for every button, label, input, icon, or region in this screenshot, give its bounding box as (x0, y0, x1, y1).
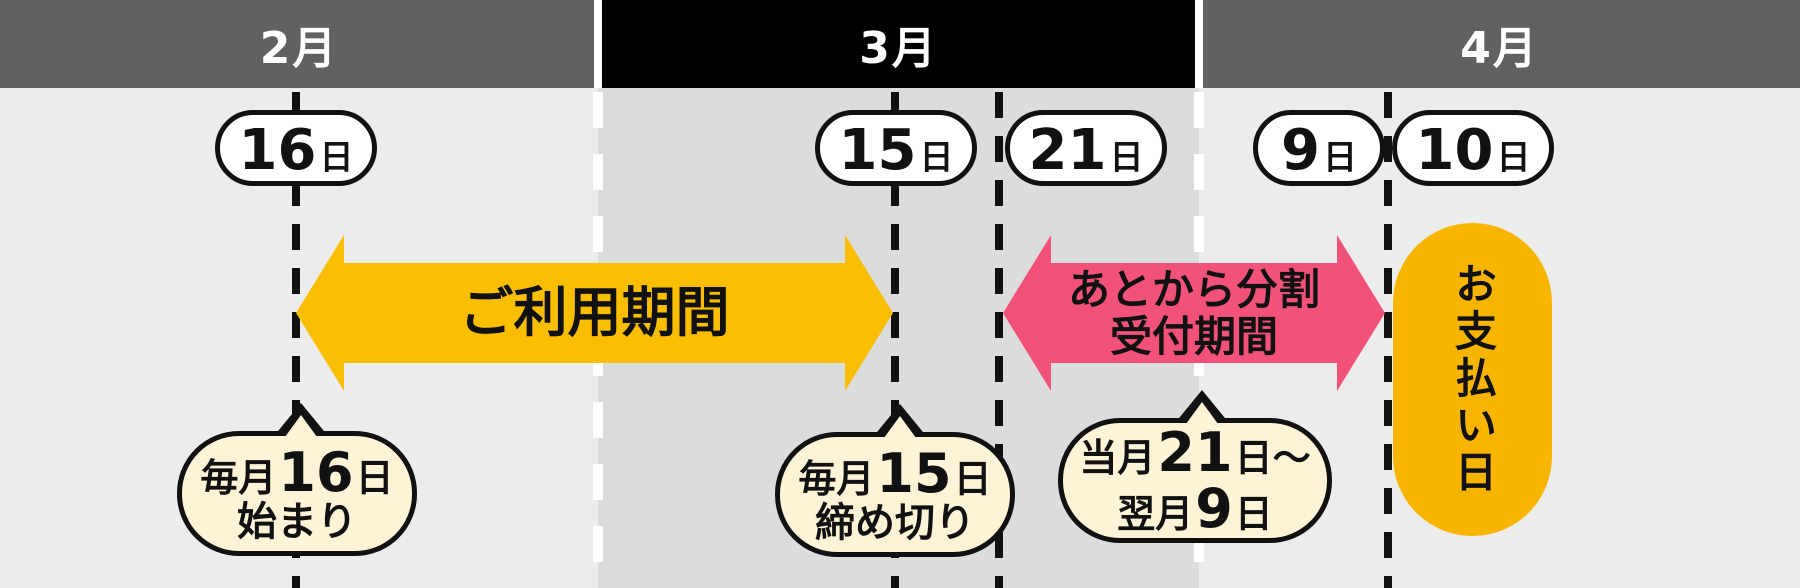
note-deadline-line1-pre: 毎月 (798, 456, 875, 501)
note-window-line1-number: 21 (1157, 420, 1233, 484)
month-header-april: 4月 (1199, 0, 1800, 88)
date-line-21st (995, 92, 1003, 588)
date-pill-10th-unit: 日 (1496, 138, 1531, 178)
month-header-february: 2月 (0, 0, 598, 88)
date-pill-15th-number: 15 (838, 118, 917, 183)
note-window-line2-number: 9 (1195, 476, 1233, 540)
date-pill-9th-number: 9 (1281, 118, 1320, 183)
date-pill-16th-unit: 日 (319, 138, 354, 178)
note-window-line2-post: 日 (1234, 491, 1273, 536)
bubble-tail-fill (881, 416, 919, 442)
payment-day-capsule: お支払い日 (1393, 223, 1552, 536)
note-deadline-line2: 締め切り (815, 503, 975, 543)
installment-window-label-line2: 受付期間 (1109, 312, 1278, 361)
month-label-february: 2月 (259, 23, 339, 74)
usage-period-arrow: ご利用期間 (296, 235, 893, 391)
note-window-line1-pre: 当月 (1079, 435, 1156, 480)
installment-window-arrow: あとから分割 受付期間 (1003, 235, 1385, 391)
note-window-line1-post: 日〜 (1234, 435, 1311, 480)
date-line-15th (891, 92, 899, 588)
note-start-line2-text: 始まり (237, 498, 357, 545)
note-start-line1-number: 16 (278, 440, 354, 504)
date-pill-21st-number: 21 (1028, 118, 1107, 183)
month-header-march: 3月 (598, 0, 1199, 88)
installment-window-label: あとから分割 受付期間 (1003, 235, 1385, 391)
note-deadline-line1-post: 日 (953, 456, 992, 501)
double-arrow-shape-pink (1003, 235, 1385, 391)
bubble-tail-fill (1183, 402, 1221, 428)
note-deadline-line2-text: 締め切り (815, 499, 975, 546)
date-line-16th (292, 92, 300, 588)
payment-day-label: お支払い日 (1448, 262, 1498, 497)
double-arrow-shape-amber (296, 235, 893, 391)
note-window-line2-pre: 翌月 (1117, 491, 1194, 536)
date-pill-10th-number: 10 (1415, 118, 1494, 183)
note-start-line1-post: 日 (355, 455, 394, 500)
date-pill-9th-unit: 日 (1322, 138, 1357, 178)
bubble-tail-fill (282, 415, 320, 441)
month-boundary-feb-mar (594, 0, 602, 88)
note-deadline-line1-number: 15 (876, 441, 952, 505)
usage-period-label: ご利用期間 (459, 280, 730, 344)
date-line-10th (1384, 92, 1392, 588)
date-pill-15th-unit: 日 (919, 138, 954, 178)
date-pill-21st-unit: 日 (1109, 138, 1144, 178)
month-boundary-mar-apr (1195, 0, 1203, 88)
month-label-april: 4月 (1460, 23, 1539, 74)
note-start-line2: 始まり (237, 502, 357, 542)
note-start-line1-pre: 毎月 (200, 455, 277, 500)
month-label-march: 3月 (859, 23, 938, 74)
installment-window-label-line1: あとから分割 (1067, 264, 1320, 314)
date-pill-16th-number: 16 (238, 118, 317, 183)
